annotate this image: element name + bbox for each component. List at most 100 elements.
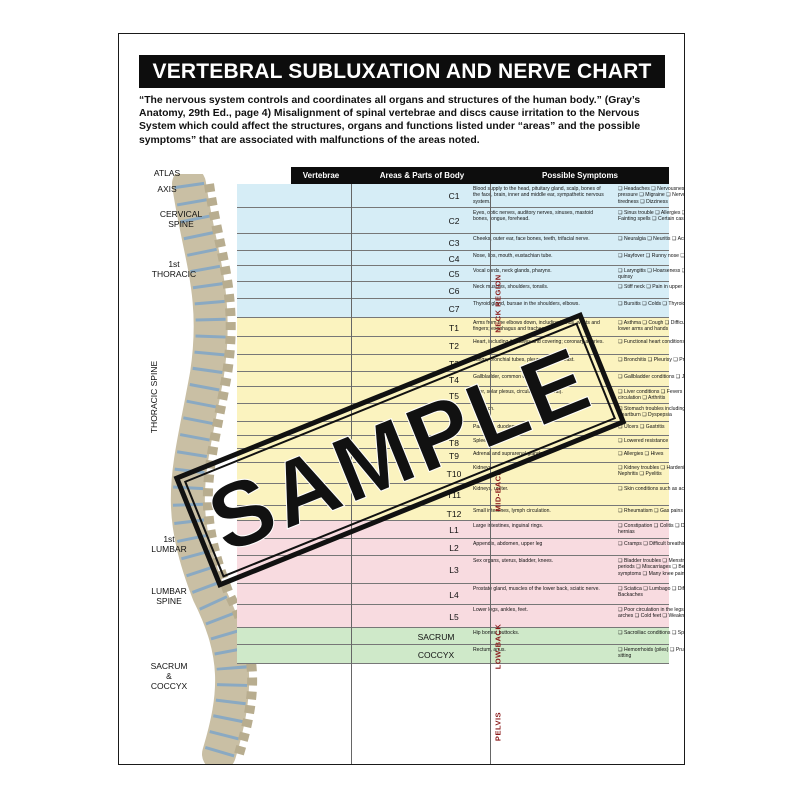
symptoms-text: ❑ Skin conditions such as acne ❑ Pimples… [618,486,685,492]
body-area-text: Appendix, abdomen, upper leg [473,541,543,547]
label-cervical-spine: CERVICAL SPINE [159,209,203,229]
table-row: C2 Eyes, optic nerves, auditory nerves, s… [237,208,684,234]
symptoms-text: ❑ Stomach troubles including: ❑ Nervous … [618,406,685,419]
region-low-back: LOW-BACK [493,623,503,670]
header-symptoms: Possible Symptoms [541,171,619,180]
body-area-text: Eyes, optic nerves, auditory nerves, sin… [473,210,594,223]
symptoms-text: ❑ Cramps ❑ Difficult breathing ❑ Minor v… [618,541,684,547]
table-row: T5 Liver, solar plexus, circulation (gene… [237,387,684,404]
symptoms-text: ❑ Asthma ❑ Cough ❑ Difficult breathing ❑… [618,320,685,333]
body-area-text: Blood supply to the head, pituitary glan… [473,186,604,205]
chart-title: VERTEBRAL SUBLUXATION AND NERVE CHART [139,55,665,88]
symptoms-text: ❑ Constipation ❑ Colitis ❑ Dysentery ❑ D… [618,523,685,536]
body-area-text: Prostate gland, muscles of the lower bac… [473,586,600,592]
table-row: T8 Spleen. ❑ Lowered resistance [237,436,669,449]
vertebra-label: SACRUM [417,631,455,642]
label-first-lumbar: 1st LUMBAR [151,534,187,554]
symptoms-text: ❑ Poor circulation in the legs ❑ Swollen… [618,607,685,620]
vertebra-label: T9 [449,451,459,461]
body-area-text: Liver, solar plexus, circulation (genera… [473,389,563,395]
label-first-thoracic: 1st THORACIC [151,259,197,279]
region-pelvis: PELVIS [493,711,503,742]
body-area-text: Stomach. [473,406,495,412]
body-area-text: Arms from the elbows down, including han… [473,320,600,333]
body-area-text: Thyroid gland, bursae in the shoulders, … [473,301,580,307]
vertebra-label: C4 [448,253,460,264]
table-row: C6 Neck muscles, shoulders, tonsils. ❑ Sti… [237,282,684,299]
symptoms-text: ❑ Stiff neck ❑ Pain in upper arm ❑ Tonsi… [618,284,684,290]
spine-illustration [170,174,258,764]
vertebra-label: C6 [448,285,460,296]
symptoms-text: ❑ Laryngitis ❑ Hoarseness ❑ Throat condi… [618,268,684,281]
header-areas: Areas & Parts of Body [379,171,465,180]
symptoms-text: ❑ Gallbladder conditions ❑ Jaundice ❑ Sh… [618,374,685,380]
table-row: T4 Gallbladder, common duct. ❑ Gallbladder… [237,372,684,387]
symptoms-text: ❑ Sciatica ❑ Lumbago ❑ Difficult, painfu… [618,586,684,599]
label-atlas: ATLAS [153,168,181,178]
table-row: T1 Arms from the elbows down, including h… [237,318,684,337]
body-area-text: Cheeks, outer ear, face bones, teeth, tr… [473,236,590,242]
body-area-text: Lower legs, ankles, feet. [473,607,528,613]
vertebra-label: T7 [449,424,459,434]
vertebra-label: L1 [449,525,459,535]
body-area-text: Lungs, bronchial tubes, pleura, chest, b… [473,357,575,363]
symptoms-text: ❑ Sinus trouble ❑ Allergies ❑ Pain aroun… [618,210,684,223]
label-axis: AXIS [157,184,177,194]
intro-quote: “The nervous system controls and coordin… [139,95,641,146]
body-area-text: Heart, including its valves and covering… [473,339,604,345]
symptoms-text: ❑ Hayfover ❑ Runny nose ❑ Hearing loss ❑… [618,253,685,259]
vertebra-label: T8 [449,437,459,448]
symptoms-text: ❑ Neuralgia ❑ Neuritis ❑ Acne or pimples… [618,236,684,242]
vertebra-label: T5 [449,390,459,401]
vertebra-label: T1 [449,322,459,333]
vertebra-label: C3 [448,237,460,248]
column-divider-1 [351,184,352,764]
vertebra-label: T6 [449,408,459,418]
header-vertebrae: Vertebrae [302,171,340,180]
body-area-text: Adrenal and suprarenal glands. [473,451,544,457]
symptoms-text: ❑ Hemorrhoids (piles) ❑ Pruritis (itchin… [618,647,685,660]
body-area-text: Vocal cords, neck glands, pharynx. [473,268,552,274]
body-area-text: Nose, lips, mouth, eustachian tube. [473,253,553,259]
symptoms-text: ❑ Bronchitis ❑ Pleurisy ❑ Pneumonia ❑ Co… [618,357,685,363]
table-row: T3 Lungs, bronchial tubes, pleura, chest,… [237,355,684,372]
body-area-text: Rectum, anus. [473,647,506,653]
table-row: T6 Stomach. ❑ Stomach troubles including: … [237,404,684,422]
vertebra-label: T11 [446,490,462,500]
symptoms-text: ❑ Liver conditions ❑ Fevers ❑ Blood pres… [618,389,684,402]
body-area-text: Kidneys. [473,465,493,471]
symptoms-text: ❑ Bursitis ❑ Colds ❑ Thyroid conditions [618,301,685,307]
region-neck: NECK REGION [493,274,503,333]
vertebra-label: C2 [448,216,460,226]
body-area-text: Pancreas, duodenum. [473,424,523,430]
table-row: T7 Pancreas, duodenum. ❑ Ulcers ❑ Gastriti… [237,422,669,436]
chart-sheet: VERTEBRAL SUBLUXATION AND NERVE CHART “T… [118,33,685,765]
symptoms-text: ❑ Bladder troubles ❑ Menstrual troubles … [618,558,685,577]
column-divider-2 [490,184,491,764]
vertebra-label: T3 [449,358,459,369]
body-area-text: Hip bones, buttocks. [473,630,520,636]
body-area-text: Sex organs, uterus, bladder, knees. [473,558,554,564]
symptoms-text: ❑ Kidney troubles ❑ Hardening of the art… [618,465,684,478]
symptoms-text: ❑ Lowered resistance [618,438,669,444]
vertebra-label: COCCYX [417,649,455,660]
body-area-text: Gallbladder, common duct. [473,374,534,380]
symptoms-text: ❑ Allergies ❑ Hives [618,451,664,457]
body-area-text: Small intestines, lymph circulation. [473,508,551,514]
table-row: C4 Nose, lips, mouth, eustachian tube. ❑ H… [237,251,684,266]
label-thoracic-spine: THORACIC SPINE [149,360,159,434]
body-area-text: Large intestines, inguinal rings. [473,523,544,529]
vertebra-label: T4 [449,374,459,385]
table-row: L2 Appendix, abdomen, upper leg ❑ Cramps ❑… [237,539,684,556]
body-area-text: Neck muscles, shoulders, tonsils. [473,284,549,290]
body-area-text: Spleen. [473,438,491,444]
vertebra-label: L2 [449,542,459,553]
symptoms-text: ❑ Ulcers ❑ Gastritis [618,424,665,430]
